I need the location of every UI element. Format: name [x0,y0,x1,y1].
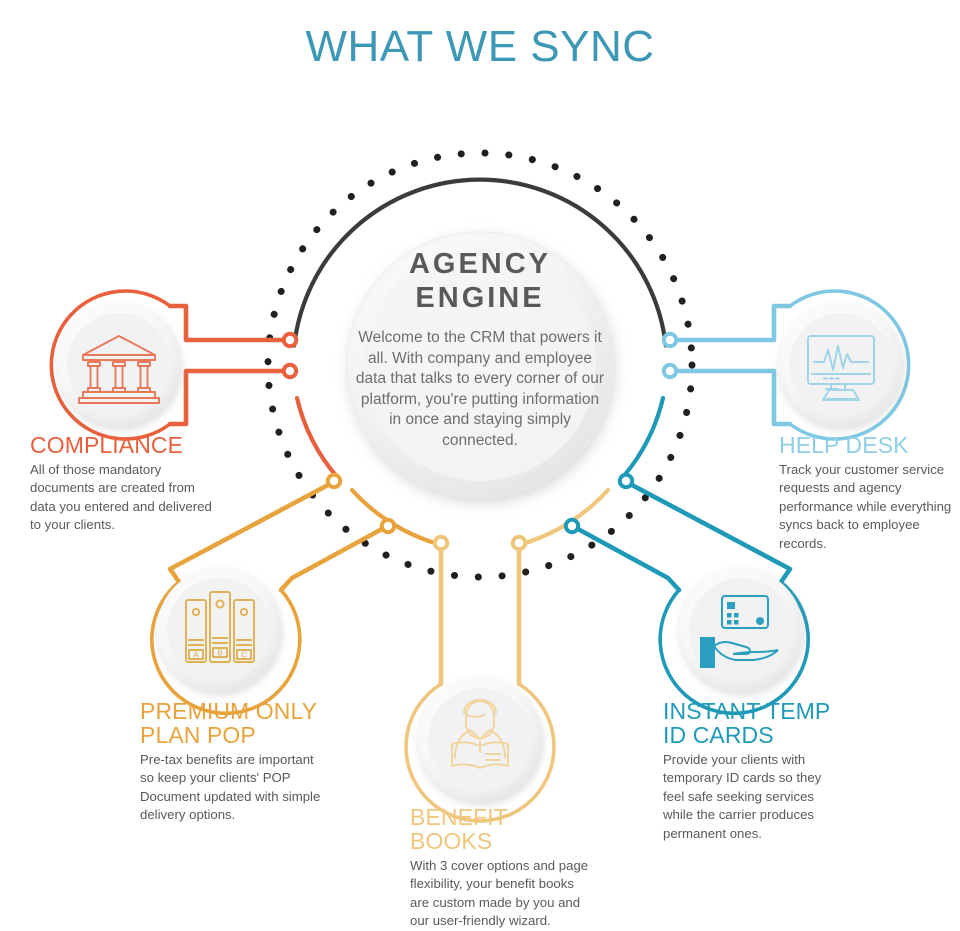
compliance-node-dot-bottom [281,362,299,380]
helpdesk-connector-bottom [673,368,793,427]
idcards-connector-left [575,526,682,593]
helpdesk-node-dot-top [661,331,679,349]
premium-node-dot-right [379,517,397,535]
compliance-ring [49,289,172,441]
node-benefit[interactable] [404,534,556,823]
benefit-node-dot-right [510,534,528,552]
node-compliance[interactable] [49,289,299,441]
category-idcards: INSTANT TEMP ID CARDS Provide your clien… [663,698,838,843]
idcards-node-dot-right [617,472,635,490]
svg-text:A: A [193,651,199,660]
hub-disc [346,231,614,499]
person-reading-book-icon [451,699,509,769]
idcards-ring [658,580,810,716]
compliance-heading: COMPLIANCE [30,432,184,458]
benefit-description: With 3 cover options and page flexibilit… [410,857,589,929]
helpdesk-connector-top [673,303,793,343]
bank-columns-icon [78,335,160,404]
compliance-description: All of those mandatory documents are cre… [30,461,212,533]
svg-text:C: C [241,651,247,660]
premium-connector-left [167,482,331,585]
compliance-connector-bottom [167,368,287,427]
binder-labels: A B C [193,649,247,660]
category-benefit: BENEFIT BOOKS With 3 cover options and p… [410,804,590,931]
helpdesk-ring [788,289,911,441]
helpdesk-heading: HELP DESK [779,432,909,458]
node-helpdesk[interactable] [661,289,911,441]
premium-ring [150,580,302,716]
node-idcards[interactable] [563,472,810,716]
category-compliance: COMPLIANCE All of those mandatory docume… [30,432,216,535]
benefit-ring [404,682,556,823]
helpdesk-node-dot-bottom [661,362,679,380]
category-premium: PREMIUM ONLY PLAN POP Pre-tax benefits a… [140,698,322,825]
benefit-heading: BENEFIT BOOKS [410,804,508,854]
hand-holding-id-card-icon [700,595,779,668]
category-helpdesk: HELP DESK Track your customer service re… [779,432,954,553]
hub-arc-idcards [619,395,666,481]
premium-connector-right [278,526,385,593]
compliance-connector-top [167,303,287,343]
idcards-heading: INSTANT TEMP ID CARDS [663,698,830,748]
idcards-connector-right [629,482,793,585]
hub-arc-compliance [294,395,341,481]
svg-text:B: B [217,649,222,658]
premium-description: Pre-tax benefits are important so keep y… [140,751,321,823]
compliance-node-dot-top [281,331,299,349]
page-title: WHAT WE SYNC [305,22,655,71]
idcards-description: Provide your clients with temporary ID c… [663,751,822,841]
monitor-pulse-icon [807,335,875,401]
premium-node-dot-left [325,472,343,490]
idcards-node-dot-left [563,517,581,535]
premium-heading: PREMIUM ONLY PLAN POP [140,698,317,748]
helpdesk-description: Track your customer service requests and… [779,461,952,551]
hub-dotted-ring [264,149,696,581]
benefit-node-dot-left [432,534,450,552]
node-premium[interactable]: A B C [150,472,397,716]
binders-icon [185,591,255,663]
